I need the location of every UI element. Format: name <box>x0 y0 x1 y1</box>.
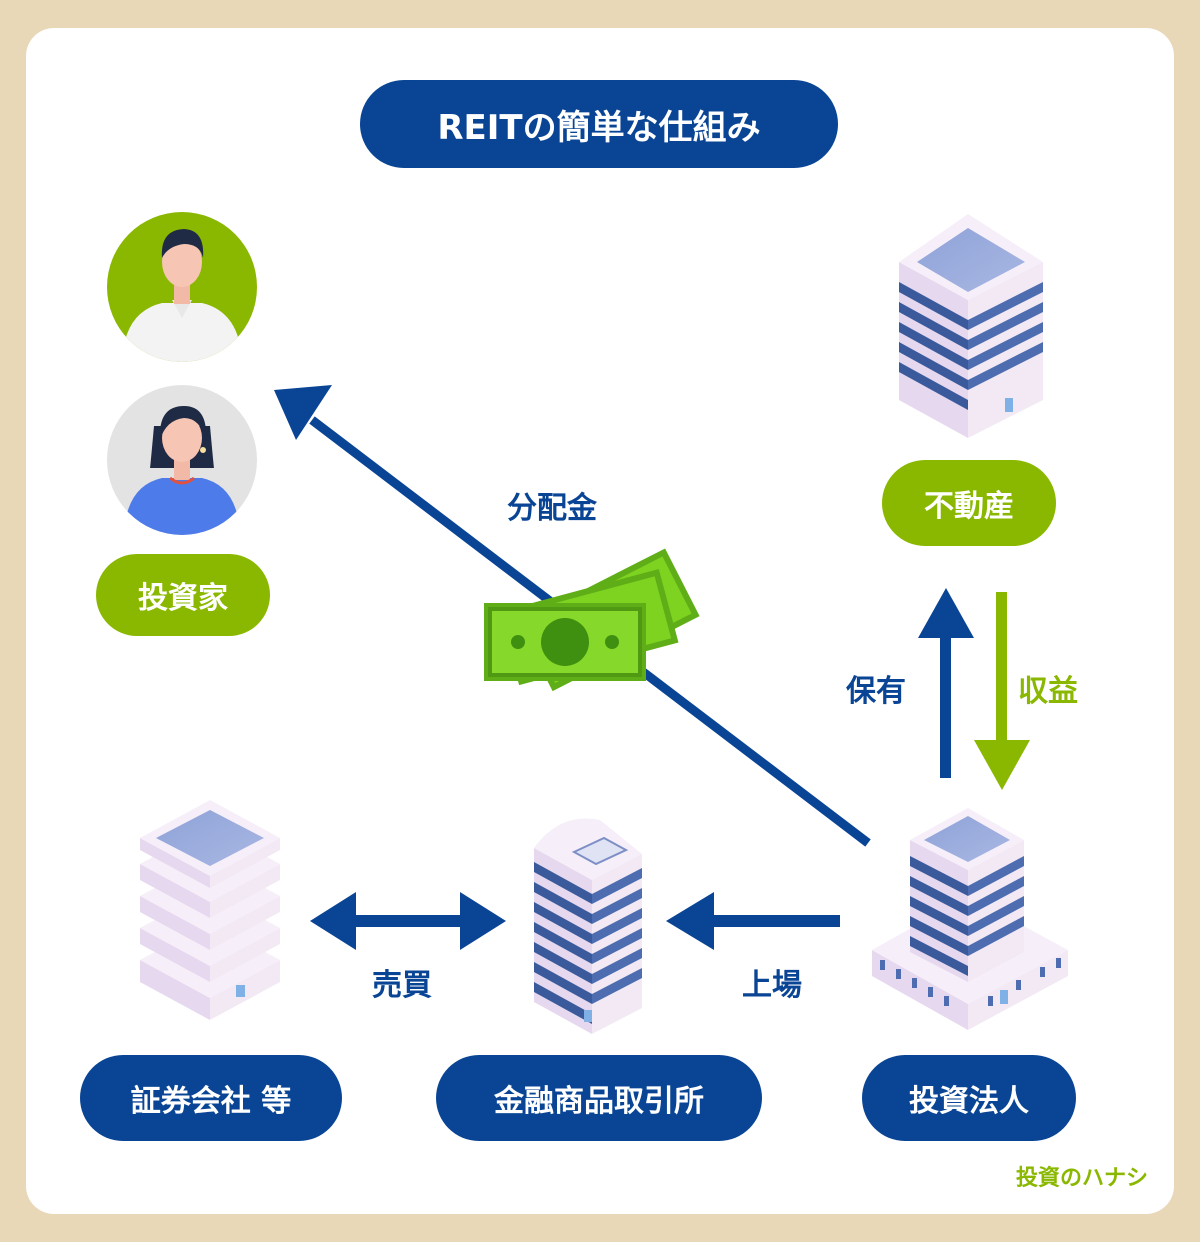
listing-label: 上場 <box>742 968 802 1003</box>
securities-building-icon <box>140 800 280 1020</box>
corporation-building-icon <box>872 808 1068 1030</box>
exchange-label: 金融商品取引所 <box>436 1055 762 1141</box>
income-label: 収益 <box>1018 674 1078 709</box>
corporation-label: 投資法人 <box>862 1055 1076 1141</box>
securities-label: 証券会社 等 <box>80 1055 342 1141</box>
real-estate-building-icon <box>899 214 1043 438</box>
real-estate-label: 不動産 <box>882 460 1056 546</box>
brand-logo-text: 投資のハナシ <box>1015 1166 1148 1191</box>
investor-man-avatar <box>107 212 257 362</box>
holding-arrow <box>918 588 974 778</box>
investor-label: 投資家 <box>96 554 270 636</box>
exchange-building-icon <box>534 818 642 1034</box>
money-icon <box>484 548 700 692</box>
dividend-label: 分配金 <box>507 491 597 526</box>
diagram-title: REITの簡単な仕組み <box>360 80 838 168</box>
trading-arrow <box>310 892 506 950</box>
investor-woman-avatar <box>107 385 257 535</box>
income-arrow <box>974 592 1030 790</box>
trading-label: 売買 <box>372 968 432 1003</box>
holding-label: 保有 <box>846 674 906 709</box>
listing-arrow <box>666 892 840 950</box>
